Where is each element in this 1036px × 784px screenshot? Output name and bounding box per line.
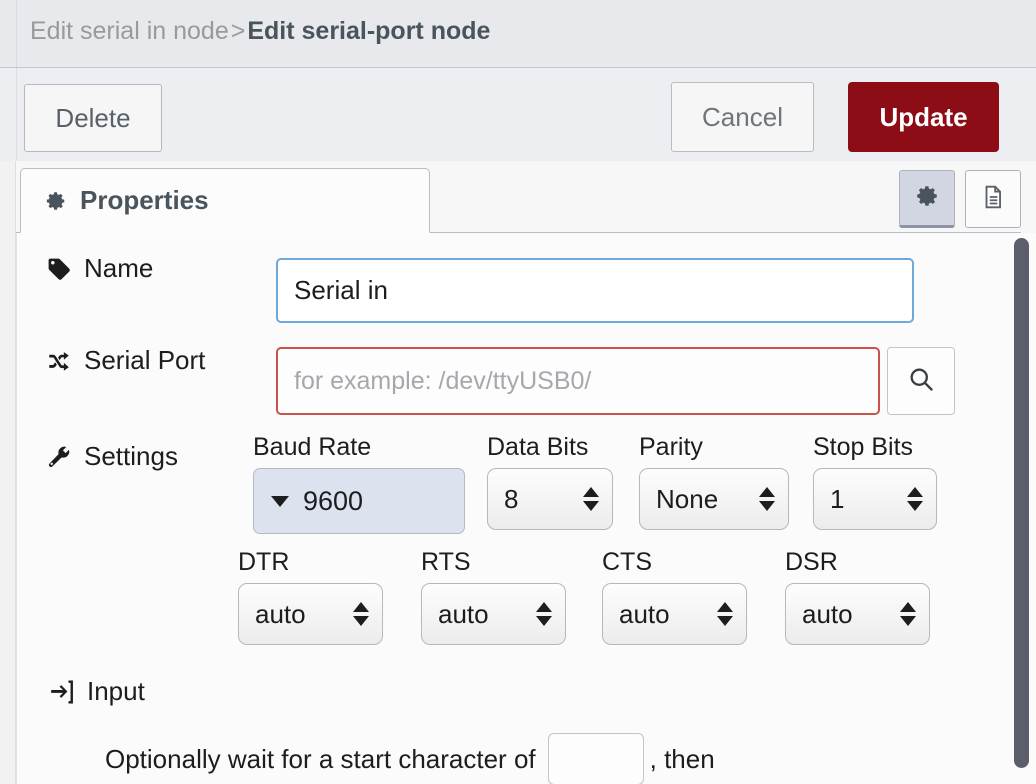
serial-port-search-button[interactable]: [887, 347, 955, 415]
data-bits-select[interactable]: 8: [487, 468, 613, 530]
field-dtr: DTR auto: [238, 548, 383, 645]
field-dsr: DSR auto: [785, 548, 930, 645]
settings-label-text: Settings: [84, 441, 178, 471]
stop-bits-value: 1: [830, 483, 845, 514]
name-row: Name: [46, 253, 153, 284]
parity-value: None: [656, 483, 719, 514]
dsr-value: auto: [802, 598, 853, 629]
update-button[interactable]: Update: [848, 82, 999, 152]
field-cts: CTS auto: [602, 548, 747, 645]
serial-port-row: Serial Port: [46, 345, 205, 376]
breadcrumb: Edit serial in node>Edit serial-port nod…: [30, 17, 490, 46]
dtr-caption: DTR: [238, 548, 290, 576]
cts-caption: CTS: [602, 548, 652, 576]
stepper-arrows-icon: [759, 487, 775, 511]
start-character-line: Optionally wait for a start character of…: [105, 733, 715, 784]
dialog-header: Edit serial in node>Edit serial-port nod…: [0, 0, 1036, 68]
field-data-bits: Data Bits 8: [487, 433, 613, 530]
settings-row: Settings: [46, 441, 178, 472]
cts-select[interactable]: auto: [602, 583, 747, 645]
field-stop-bits: Stop Bits 1: [813, 433, 937, 530]
breadcrumb-parent[interactable]: Edit serial in node: [30, 17, 229, 45]
tab-properties-label: Properties: [80, 185, 209, 215]
data-bits-caption: Data Bits: [487, 433, 589, 461]
rts-caption: RTS: [421, 548, 471, 576]
stepper-arrows-icon: [353, 602, 369, 626]
tab-properties[interactable]: Properties: [20, 168, 430, 233]
cancel-button[interactable]: Cancel: [671, 82, 814, 152]
field-rts: RTS auto: [421, 548, 566, 645]
stepper-arrows-icon: [717, 602, 733, 626]
dsr-select[interactable]: auto: [785, 583, 930, 645]
serial-port-label-text: Serial Port: [84, 345, 206, 375]
field-baud-rate: Baud Rate 9600: [253, 433, 465, 534]
vertical-scrollbar-thumb[interactable]: [1014, 238, 1029, 768]
wrench-icon: [46, 444, 72, 470]
name-input[interactable]: [276, 258, 914, 323]
stepper-arrows-icon: [907, 487, 923, 511]
start-character-text-after: , then: [649, 743, 715, 774]
tab-bar: Properties: [16, 168, 1021, 233]
field-parity: Parity None: [639, 433, 789, 530]
search-icon: [907, 365, 935, 398]
stepper-arrows-icon: [536, 602, 552, 626]
parity-select[interactable]: None: [639, 468, 789, 530]
dsr-caption: DSR: [785, 548, 838, 576]
data-bits-value: 8: [504, 483, 519, 514]
stepper-arrows-icon: [900, 602, 916, 626]
breadcrumb-separator: >: [230, 17, 246, 45]
properties-form: Name Serial Port: [16, 233, 1021, 784]
rts-select[interactable]: auto: [421, 583, 566, 645]
sign-in-icon: [49, 679, 75, 705]
stop-bits-caption: Stop Bits: [813, 433, 914, 461]
dtr-value: auto: [255, 598, 306, 629]
baud-rate-combobox[interactable]: 9600: [253, 468, 465, 534]
stop-bits-select[interactable]: 1: [813, 468, 937, 530]
stepper-arrows-icon: [583, 487, 599, 511]
rts-value: auto: [438, 598, 489, 629]
dtr-select[interactable]: auto: [238, 583, 383, 645]
input-section-header: Input: [49, 676, 145, 707]
start-character-text-before: Optionally wait for a start character of: [105, 743, 536, 774]
gear-icon: [914, 183, 940, 214]
input-section-label: Input: [49, 676, 145, 707]
breadcrumb-current: Edit serial-port node: [247, 17, 491, 45]
settings-tab-button[interactable]: [899, 170, 955, 228]
serial-port-input[interactable]: [276, 347, 880, 415]
input-section-label-text: Input: [87, 676, 145, 706]
name-label: Name: [46, 253, 153, 284]
chevron-down-icon: [271, 495, 289, 507]
baud-rate-caption: Baud Rate: [253, 433, 372, 461]
cts-value: auto: [619, 598, 670, 629]
parity-caption: Parity: [639, 433, 703, 461]
serial-port-label: Serial Port: [46, 345, 205, 376]
settings-label: Settings: [46, 441, 178, 472]
shuffle-icon: [46, 348, 72, 374]
document-icon: [980, 184, 1006, 215]
start-character-input[interactable]: [547, 733, 644, 784]
gear-icon: [45, 190, 67, 212]
left-gutter: [0, 161, 16, 784]
delete-button[interactable]: Delete: [24, 84, 162, 152]
name-label-text: Name: [84, 253, 154, 283]
tag-icon: [46, 256, 72, 282]
info-tab-button[interactable]: [965, 170, 1021, 228]
baud-rate-value: 9600: [303, 485, 364, 516]
